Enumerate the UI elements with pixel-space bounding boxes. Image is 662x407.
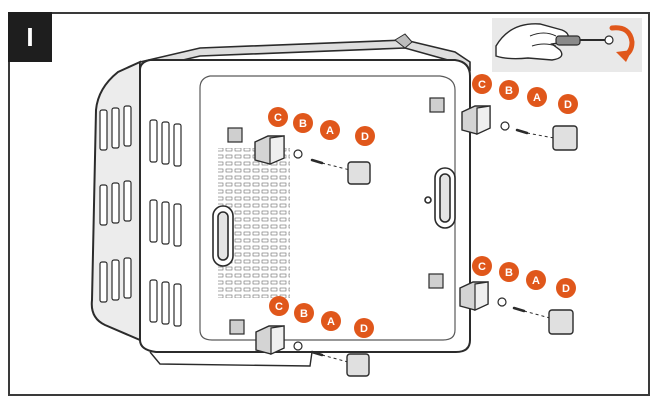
svg-text:B: B [505, 85, 513, 97]
callout-bottom-right: C B A D [472, 256, 576, 298]
foot-assembly-top-left [254, 135, 371, 185]
callout-top-right: C B A D [472, 74, 578, 114]
svg-text:D: D [564, 99, 572, 111]
callout-a: A [321, 311, 341, 331]
callout-a: A [527, 87, 547, 107]
callout-d: D [556, 278, 576, 298]
svg-text:A: A [533, 92, 541, 104]
svg-text:C: C [274, 112, 282, 124]
svg-text:D: D [360, 323, 368, 335]
svg-text:D: D [562, 283, 570, 295]
handles [212, 167, 456, 267]
callout-bottom-left: C B A D [269, 296, 374, 338]
callout-a: A [320, 120, 340, 140]
svg-text:A: A [326, 125, 334, 137]
callout-c: C [472, 74, 492, 94]
side-vents [99, 105, 182, 327]
rotate-arrow-icon [609, 25, 635, 62]
foot-assembly-top-right [461, 105, 578, 151]
callout-d: D [355, 126, 375, 146]
callout-b: B [499, 262, 519, 282]
callout-c: C [269, 296, 289, 316]
svg-text:C: C [478, 79, 486, 91]
callout-c: C [268, 107, 288, 127]
svg-text:C: C [275, 301, 283, 313]
callout-c: C [472, 256, 492, 276]
callout-a: A [526, 270, 546, 290]
callout-top-left: C B A D [268, 107, 375, 146]
step-badge: I [8, 12, 52, 62]
panel-holes [227, 97, 445, 335]
svg-text:D: D [361, 131, 369, 143]
callout-d: D [558, 94, 578, 114]
callout-b: B [294, 303, 314, 323]
svg-text:A: A [327, 316, 335, 328]
svg-text:B: B [505, 267, 513, 279]
svg-text:B: B [300, 308, 308, 320]
svg-text:C: C [478, 261, 486, 273]
svg-text:A: A [532, 275, 540, 287]
callout-b: B [499, 80, 519, 100]
svg-text:B: B [299, 118, 307, 130]
foot-assembly-bottom-left [255, 325, 370, 377]
callout-b: B [293, 113, 313, 133]
callout-d: D [354, 318, 374, 338]
foot-assembly-bottom-right [459, 281, 574, 335]
